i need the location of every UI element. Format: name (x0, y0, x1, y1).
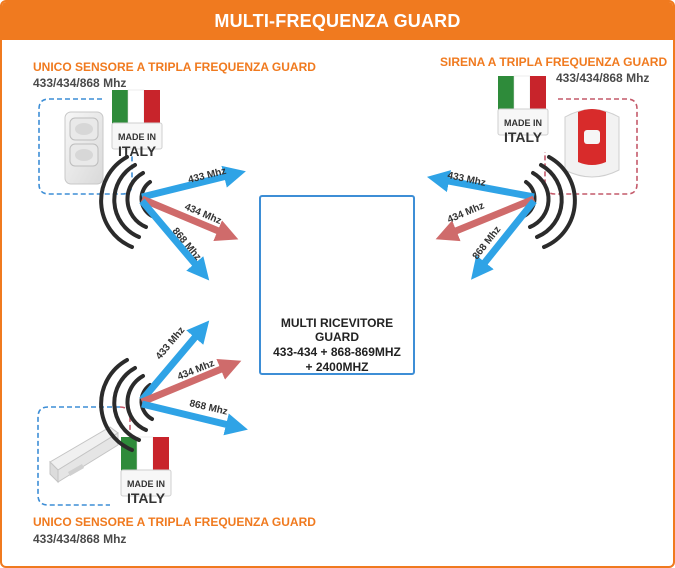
receiver-box: MULTI RICEVITORE GUARD 433-434 + 868-869… (259, 195, 415, 375)
sensor-bottom-title: UNICO SENSORE A TRIPLA FREQUENZA GUARD (33, 515, 316, 529)
sensor-top-title: UNICO SENSORE A TRIPLA FREQUENZA GUARD (33, 60, 316, 74)
arrow-434-bottom-left (140, 358, 242, 406)
siren-icon (564, 109, 620, 178)
badge-siren-line2: ITALY (504, 129, 543, 145)
arrows-top-right (426, 170, 537, 280)
magnetic-contact-icon (49, 426, 119, 484)
siren-frequencies: 433/434/868 Mhz (556, 71, 650, 85)
arrow-433-top-right (426, 170, 535, 201)
italy-flag-icon (111, 75, 549, 497)
arrow-433-top-left (141, 165, 246, 201)
sensor-bottom-frequencies: 433/434/868 Mhz (33, 532, 127, 546)
arrow-434-top-left (140, 195, 239, 242)
arrows-top-left (139, 165, 246, 281)
receiver-line1: MULTI RICEVITORE (280, 316, 394, 330)
arrow-868-top-right (471, 198, 537, 280)
signal-waves-icon (99, 155, 577, 452)
page-title: MULTI-FREQUENZA GUARD (2, 2, 673, 40)
sensor-top-frequencies: 433/434/868 Mhz (33, 76, 127, 90)
badge-bottom-line2: ITALY (127, 490, 166, 506)
arrow-433-bottom-left (139, 320, 210, 403)
arrow-434-top-right (435, 195, 536, 242)
siren-title: SIRENA A TRIPLA FREQUENZA GUARD (440, 55, 668, 69)
receiver-line2: GUARD (315, 330, 359, 344)
arrows-bottom-left (139, 320, 248, 436)
badge-top-line1: MADE IN (118, 132, 156, 142)
receiver-line3: 433-434 + 868-869MHZ (273, 345, 401, 359)
badge-bottom-line1: MADE IN (127, 479, 165, 489)
badge-siren-line1: MADE IN (504, 118, 542, 128)
badge-top-line2: ITALY (118, 143, 157, 159)
receiver-line4: + 2400MHZ (305, 360, 369, 374)
arrow-868-top-left (139, 198, 210, 281)
motion-sensor-icon (64, 111, 104, 185)
arrow-868-bottom-left (141, 400, 248, 436)
